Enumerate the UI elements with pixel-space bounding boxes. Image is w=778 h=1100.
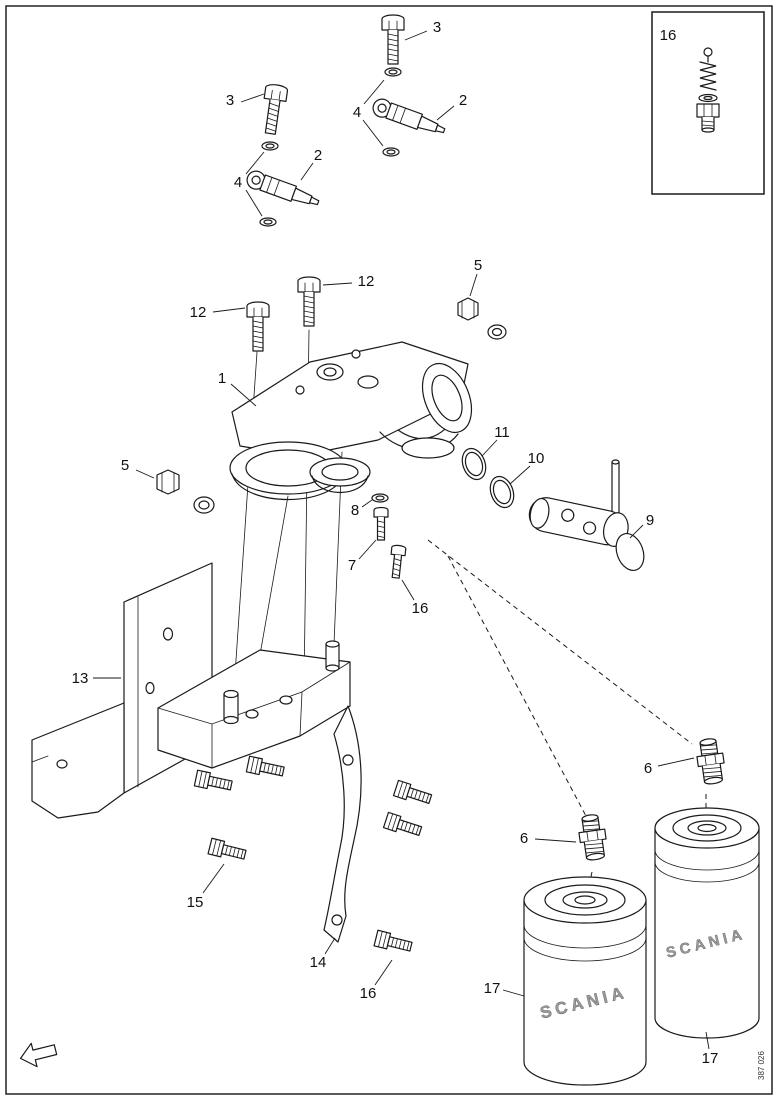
callout-label: 2 [314,147,322,164]
callout-label: 15 [187,894,204,911]
figure-code: 387 026 [757,1051,766,1080]
relief-valve-inset-drawing [696,47,720,133]
callout-label: 7 [348,557,356,574]
callout-label: 13 [72,670,89,687]
callout-label: 11 [494,424,510,441]
filter-head [229,341,473,500]
o-ring-10 [489,475,515,509]
inset-box: 16 [651,11,765,195]
o-ring-11 [461,447,487,481]
callout-label: 6 [644,760,652,777]
callout-label: 16 [412,600,429,617]
hand-pump-valve [528,459,645,571]
callout-label: 4 [234,174,242,191]
callout-label: 9 [646,512,654,529]
callout-label: 17 [484,980,501,997]
callout-label: 4 [353,104,361,121]
direction-arrow-icon [19,1042,58,1068]
washer-8 [371,493,389,503]
callout-label: 1 [218,370,226,387]
callout-label: 16 [360,985,377,1002]
callout-label: 12 [190,304,207,321]
mounting-bracket [31,562,351,819]
callout-label: 17 [702,1050,719,1067]
callout-label: 6 [520,830,528,847]
callout-label: 5 [121,457,129,474]
fuel-filter-left: SCANIA [523,876,647,1086]
inset-label: 16 [660,27,677,44]
callout-label: 2 [459,92,467,109]
callout-numbers: 3 2 4 3 2 4 12 12 5 1 5 11 10 9 8 7 16 1… [72,19,719,1067]
support-strap [323,705,362,943]
hex-plug-top [457,297,507,340]
callout-label: 3 [433,19,441,36]
callout-label: 3 [226,92,234,109]
fuel-filter-right: SCANIA [654,807,760,1039]
callout-label: 12 [358,273,375,290]
callout-label: 5 [474,257,482,274]
callout-label: 10 [528,450,545,467]
callout-leaders [93,30,710,1050]
callout-label: 8 [351,502,359,519]
hex-plug-left [156,469,215,514]
callout-label: 14 [310,954,327,971]
